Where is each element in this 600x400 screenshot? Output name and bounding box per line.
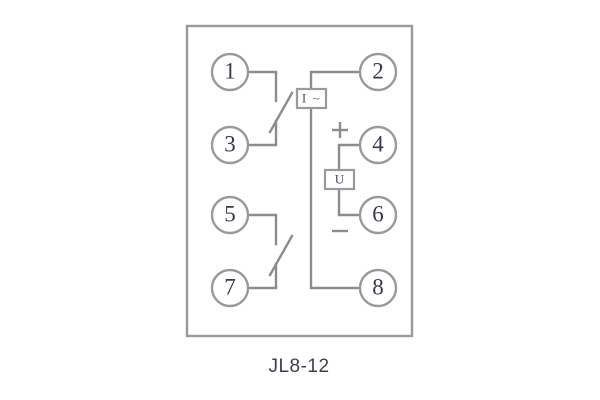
plus-sign <box>332 122 348 138</box>
terminal-6: 6 <box>358 195 398 235</box>
wire-terminal-1 <box>246 70 278 103</box>
wire-terminal-7 <box>246 262 278 290</box>
terminal-5-circle <box>210 195 250 235</box>
terminal-3: 3 <box>210 125 250 165</box>
wire-current-coil-to-terminal-8 <box>309 106 362 290</box>
relay-outline <box>185 24 414 338</box>
terminal-7-circle <box>210 268 250 308</box>
wire-terminal-4-to-voltage-coil <box>337 143 362 172</box>
wire-terminal-5 <box>246 213 278 246</box>
contact-5-7 <box>246 213 294 290</box>
terminal-8-circle <box>358 268 398 308</box>
current-coil-box <box>295 87 328 110</box>
terminal-6-label: 6 <box>372 201 384 226</box>
wire-terminal-2-to-current-coil <box>309 70 362 91</box>
terminal-3-circle <box>210 125 250 165</box>
terminal-4-circle <box>358 125 398 165</box>
wire-voltage-coil-to-terminal-6 <box>337 187 362 217</box>
figure-caption: JL8-12 <box>268 356 329 377</box>
terminal-8: 8 <box>358 268 398 308</box>
contact-blade-5-7 <box>268 234 294 277</box>
terminal-4: 4 <box>358 125 398 165</box>
terminal-2-circle <box>358 52 398 92</box>
terminal-7-label: 7 <box>224 274 236 299</box>
voltage-coil-label: U <box>335 171 345 186</box>
voltage-coil: U <box>323 168 356 191</box>
current-coil: I ~ <box>295 87 328 110</box>
terminal-1-circle <box>210 52 250 92</box>
terminal-2-label: 2 <box>372 58 384 83</box>
wire-terminal-3 <box>246 119 278 147</box>
terminal-7: 7 <box>210 268 250 308</box>
terminal-3-label: 3 <box>224 131 236 156</box>
terminal-1-label: 1 <box>224 58 236 83</box>
voltage-coil-box <box>323 168 356 191</box>
contact-blade-1-3 <box>268 91 294 134</box>
terminal-2: 2 <box>358 52 398 92</box>
current-coil-ac-symbol: ~ <box>312 91 320 106</box>
terminal-5: 5 <box>210 195 250 235</box>
terminal-1: 1 <box>210 52 250 92</box>
contact-1-3 <box>246 70 294 147</box>
terminal-6-circle <box>358 195 398 235</box>
terminal-4-label: 4 <box>372 131 384 156</box>
terminal-5-label: 5 <box>224 201 236 226</box>
terminal-8-label: 8 <box>372 274 384 299</box>
current-coil-label: I <box>302 90 306 105</box>
